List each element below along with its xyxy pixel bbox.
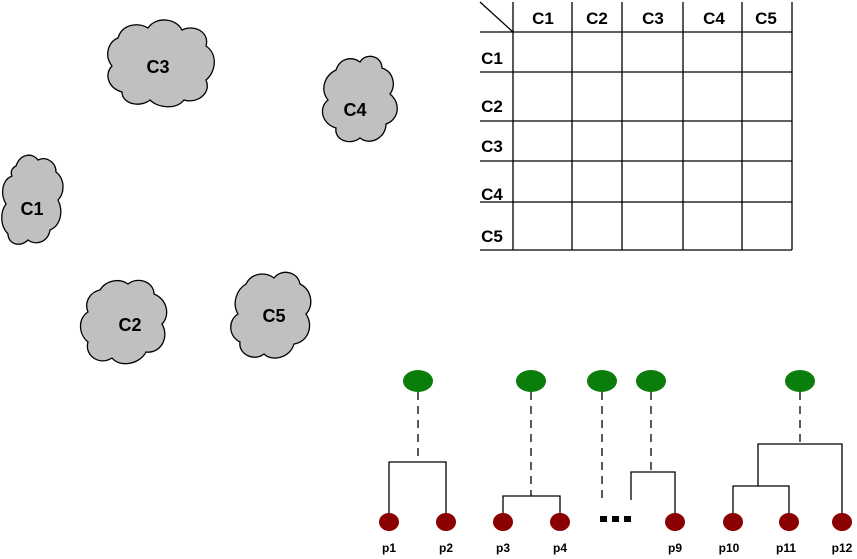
matrix-grid: [479, 1, 793, 251]
cluster-blob-c3: C3: [107, 19, 215, 108]
proximity-matrix: C1 C2 C3 C4 C5 C1 C2 C3 C4 C5: [479, 1, 793, 251]
matrix-col-header-c4: C4: [703, 9, 725, 28]
ellipsis-dot-2: [612, 516, 619, 522]
cluster-shape-c5: [230, 271, 312, 359]
ellipsis-dot-1: [600, 516, 607, 522]
cluster-blobs: C3 C4 C1 C2 C5: [1, 19, 398, 365]
dendrogram-root-nodes: [403, 370, 815, 392]
leaf-label-p9: p9: [668, 541, 682, 555]
leaf-node-p10: [723, 513, 743, 531]
leaf-node-p1: [379, 513, 399, 531]
leaf-node-p2: [436, 513, 456, 531]
cluster-blob-c2: C2: [79, 279, 168, 365]
cluster-label-c1: C1: [20, 199, 43, 219]
cluster-shape-c2: [79, 279, 168, 365]
root-node-group-3: [587, 370, 617, 392]
ellipsis-dot-3: [624, 516, 631, 522]
matrix-col-header-c5: C5: [755, 9, 777, 28]
matrix-column-headers: C1 C2 C3 C4 C5: [532, 9, 777, 28]
leaf-labels: p1 p2 p3 p4 p9 p10 p11 p12: [382, 541, 853, 555]
cluster-shape-c3: [107, 19, 215, 108]
leaf-label-p3: p3: [496, 541, 510, 555]
matrix-row-header-c4: C4: [481, 185, 503, 204]
cluster-blob-c1: C1: [1, 154, 64, 245]
cluster-shape-c1: [1, 154, 64, 245]
matrix-row-header-c1: C1: [481, 49, 503, 68]
leaf-label-p11: p11: [776, 541, 796, 555]
dendrogram-lines: [388, 392, 843, 520]
matrix-row-header-c2: C2: [481, 97, 503, 116]
leaf-node-p11: [779, 513, 799, 531]
root-node-group-5: [785, 370, 815, 392]
matrix-col-header-c3: C3: [642, 9, 664, 28]
leaf-label-p12: p12: [832, 541, 853, 555]
matrix-row-header-c3: C3: [481, 137, 503, 156]
cluster-label-c5: C5: [262, 306, 285, 326]
leaf-label-p1: p1: [382, 541, 396, 555]
root-node-group-4: [636, 370, 666, 392]
leaf-node-p4: [550, 513, 570, 531]
cluster-label-c4: C4: [343, 100, 366, 120]
leaf-label-p4: p4: [553, 541, 567, 555]
matrix-col-header-c1: C1: [532, 9, 554, 28]
cluster-label-c3: C3: [146, 57, 169, 77]
cluster-blob-c5: C5: [230, 271, 312, 359]
ellipsis-dots: [600, 516, 631, 522]
matrix-row-header-c5: C5: [481, 227, 503, 246]
leaf-node-p12: [832, 513, 852, 531]
matrix-row-headers: C1 C2 C3 C4 C5: [481, 49, 503, 246]
dendrogram-leaf-nodes: [379, 513, 852, 531]
leaf-node-p9: [665, 513, 685, 531]
cluster-label-c2: C2: [118, 315, 141, 335]
root-node-group-2: [516, 370, 546, 392]
matrix-col-header-c2: C2: [586, 9, 608, 28]
cluster-shape-c4: [321, 55, 398, 143]
cluster-blob-c4: C4: [321, 55, 398, 143]
leaf-node-p3: [493, 513, 513, 531]
leaf-label-p10: p10: [719, 541, 740, 555]
root-node-group-1: [403, 370, 433, 392]
leaf-label-p2: p2: [439, 541, 453, 555]
